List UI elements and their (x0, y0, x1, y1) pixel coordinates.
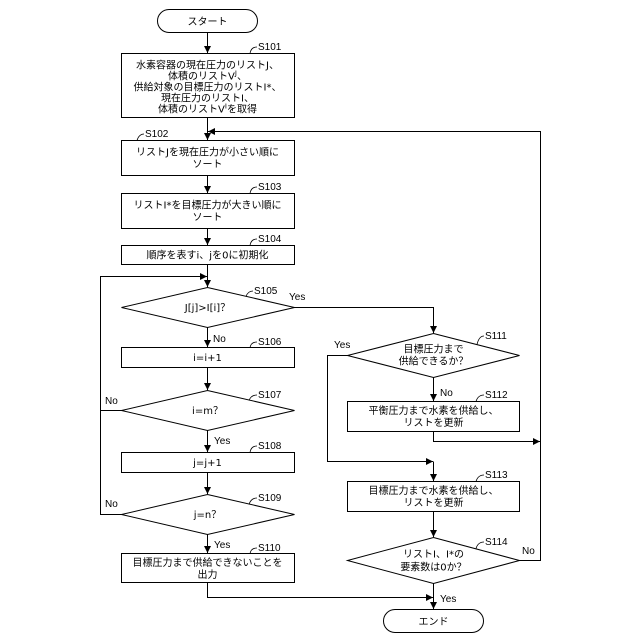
step-s110-number: S110 (258, 543, 281, 554)
step-s101-line-5-tail: を取得 (227, 104, 257, 116)
step-s112-line-2: リストを更新 (404, 416, 464, 429)
step-s102-line-2: ソート (193, 160, 223, 171)
step-s101: 水素容器の現在圧力のリストJ、 体積のリストVJ、 供給対象の目標圧力のリストI… (122, 42, 295, 118)
step-s101-line-4: 現在圧力のリストI、 (161, 92, 254, 105)
decision-s105-yes-label: Yes (289, 292, 305, 303)
decision-s107-yes-label: Yes (214, 436, 230, 447)
step-s101-leader (250, 47, 257, 54)
step-s103-line-2: ソート (193, 213, 223, 224)
decision-s109-leader (249, 498, 257, 505)
decision-s114: リストI、I*の 要素数は0か？ S114 No Yes (348, 537, 536, 605)
decision-s105-no-label: No (213, 334, 226, 345)
step-s112-number: S112 (485, 390, 508, 401)
step-s101-number: S101 (258, 42, 282, 53)
step-s101-line-2-tail: 、 (237, 72, 247, 83)
step-s113-line-1: 目標圧力まで水素を供給し、 (369, 484, 499, 497)
step-s101-line-2-main: 体積のリストV (168, 70, 235, 83)
step-s103-line-1: リストI*を目標圧力が大きい順に (134, 199, 282, 212)
step-s112-leader (476, 395, 484, 402)
start-label: スタート (188, 16, 228, 28)
decision-s114-leader (476, 542, 484, 549)
decision-s107-text: i=m？ (192, 406, 223, 417)
step-s110-line-1: 目標圧力まで供給できないことを (133, 556, 283, 569)
decision-s111-leader (477, 336, 484, 345)
start-terminal: スタート (158, 10, 258, 33)
step-s110-line-2: 出力 (198, 568, 218, 581)
decision-s111-no-label: No (440, 388, 453, 399)
step-s104-number: S104 (258, 234, 282, 245)
step-s113-number: S113 (485, 470, 508, 481)
step-s113-line-2: リストを更新 (404, 496, 464, 509)
step-s101-line-1: 水素容器の現在圧力のリストJ、 (136, 59, 279, 72)
step-s106-number: S106 (258, 337, 282, 348)
decision-s111-line-1: 目標圧力まで (404, 343, 464, 356)
decision-s111-line-2: 供給できるか？ (399, 355, 469, 368)
step-s108-leader (250, 446, 257, 453)
decision-s107-no-label: No (105, 396, 118, 407)
arrow-s105-yes (295, 308, 434, 334)
decision-s105-text: J[j]>I[i]？ (184, 303, 230, 314)
end-terminal: エンド (384, 610, 484, 633)
decision-s107: i=m？ S107 No Yes (105, 390, 295, 447)
decision-s109-no-label: No (105, 499, 118, 510)
step-s102-line-1: リストJを現在圧力が小さい順に (136, 146, 279, 159)
step-s103-leader (250, 187, 257, 194)
end-label: エンド (419, 617, 449, 628)
decision-s109-number: S109 (258, 493, 282, 504)
step-s103-number: S103 (258, 182, 282, 193)
step-s102-leader (137, 134, 144, 141)
decision-s111: 目標圧力まで 供給できるか？ S111 Yes No (334, 331, 520, 399)
step-s106-leader (250, 342, 257, 348)
step-s104-line-1: 順序を表すi、jを0に初期化 (147, 249, 269, 262)
decision-s114-no-label: No (522, 546, 535, 557)
step-s106-line-1: i=i+1 (193, 353, 222, 364)
decision-s105-number: S105 (254, 286, 278, 297)
decision-s107-number: S107 (258, 390, 282, 401)
decision-s114-number: S114 (485, 537, 508, 548)
decision-s107-leader (249, 395, 257, 401)
decision-s109-text: j=n？ (193, 510, 222, 521)
step-s101-line-5: 体積のリストVIを取得 (158, 103, 257, 116)
step-s101-line-5-main: 体積のリストV (158, 103, 225, 116)
decision-s111-yes-label: Yes (334, 340, 350, 351)
decision-s111-number: S111 (485, 331, 507, 342)
step-s101-line-3: 供給対象の目標圧力のリストI*、 (134, 81, 282, 94)
step-s110-leader (250, 548, 257, 554)
decision-s109-yes-label: Yes (214, 540, 230, 551)
step-s108-number: S108 (258, 441, 282, 452)
arrow-s112-to-loop (434, 432, 541, 442)
step-s104-leader (250, 239, 257, 246)
decision-s105-leader (246, 291, 253, 297)
step-s113-leader (476, 475, 484, 482)
step-s112-line-1: 平衡圧力まで水素を供給し、 (369, 404, 499, 417)
arrow-s110-to-end (208, 583, 434, 598)
decision-s114-line-2: 要素数は0か？ (400, 561, 466, 574)
step-s102-number: S102 (145, 129, 169, 140)
decision-s114-line-1: リストI、I*の (403, 550, 464, 561)
step-s108-line-1: j=j+1 (192, 458, 222, 469)
decision-s114-yes-label: Yes (440, 594, 456, 605)
